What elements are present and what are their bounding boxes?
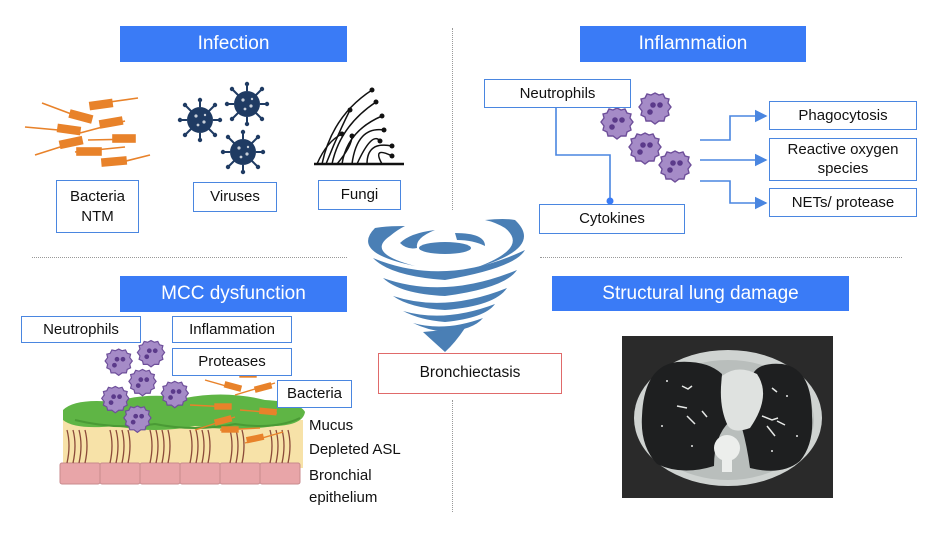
ros-box: Reactive oxygen species bbox=[769, 138, 917, 181]
horizontal-divider-left bbox=[32, 257, 347, 258]
bacteria-label: Bacteria bbox=[69, 188, 126, 205]
ct-scan-image bbox=[622, 336, 833, 498]
arrow-phagocytosis bbox=[700, 109, 768, 141]
mcc-neutrophils-box: Neutrophils bbox=[21, 316, 141, 343]
mcc-inflammation-box: Inflammation bbox=[172, 316, 292, 343]
vertical-divider-bottom bbox=[452, 400, 453, 512]
mcc-bacteria-box: Bacteria bbox=[277, 380, 352, 408]
cytokines-box: Cytokines bbox=[539, 204, 685, 234]
structural-lung-damage-header: Structural lung damage bbox=[552, 276, 849, 311]
mcc-bacteria-icon bbox=[189, 371, 284, 444]
neutrophil-cytokine-line bbox=[555, 108, 611, 201]
vertical-divider-top bbox=[452, 28, 453, 210]
inflammation-header: Inflammation bbox=[580, 26, 806, 62]
bacteria-ntm-label: Bacteria NTM bbox=[56, 180, 139, 233]
bacteria-icon bbox=[24, 97, 151, 167]
nets-box: NETs/ protease bbox=[769, 188, 917, 217]
arrow-nets bbox=[700, 180, 768, 210]
ntm-label: NTM bbox=[81, 207, 114, 225]
viruses-label: Viruses bbox=[193, 182, 277, 212]
phagocytosis-box: Phagocytosis bbox=[769, 101, 917, 130]
ros-line1: Reactive oxygen bbox=[787, 140, 899, 158]
fungi-label: Fungi bbox=[318, 180, 401, 210]
tornado-icon bbox=[368, 219, 525, 352]
mcc-proteases-box: Proteases bbox=[172, 348, 292, 376]
mucus-label: Mucus bbox=[309, 417, 354, 434]
bronchiectasis-box: Bronchiectasis bbox=[378, 353, 562, 394]
mcc-dysfunction-header: MCC dysfunction bbox=[120, 276, 347, 312]
neutrophils-box: Neutrophils bbox=[484, 79, 631, 108]
horizontal-divider-right bbox=[540, 257, 902, 258]
ros-line2: species bbox=[817, 159, 869, 177]
fungi-icon bbox=[314, 87, 404, 166]
infection-header: Infection bbox=[120, 26, 347, 62]
inflammation-connectors bbox=[555, 108, 768, 210]
epithelium-label: epithelium bbox=[309, 489, 378, 506]
depleted-asl-label: Depleted ASL bbox=[309, 441, 401, 458]
airway-epithelium-illustration bbox=[59, 394, 305, 485]
bronchial-label: Bronchial bbox=[309, 467, 372, 484]
